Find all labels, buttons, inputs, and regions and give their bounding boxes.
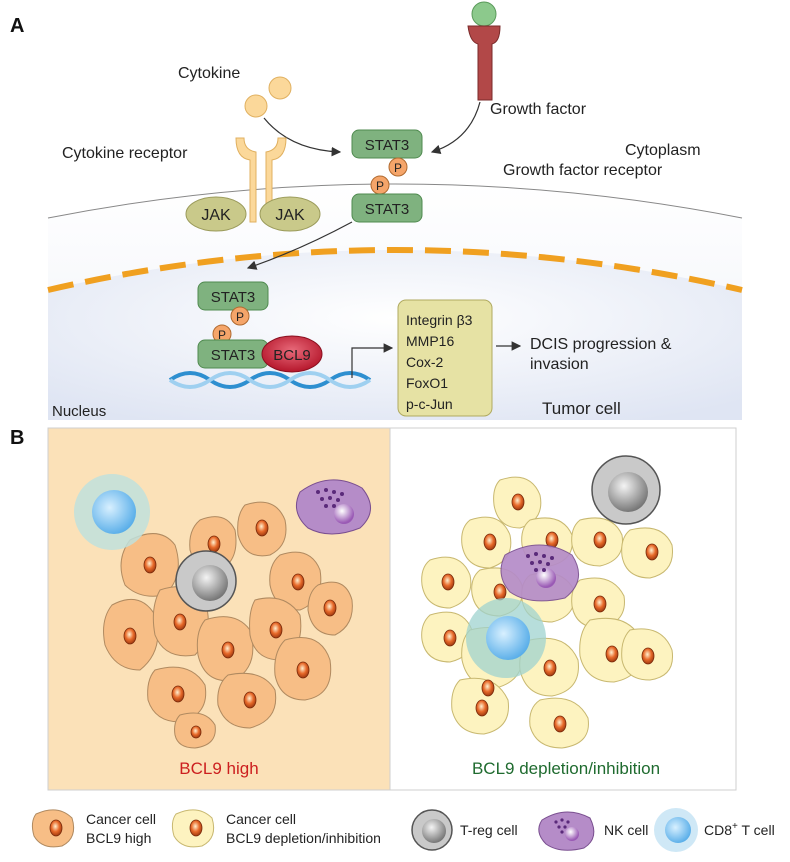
cytokine-ball-2 bbox=[244, 94, 268, 118]
stat3-cyto-top-label: STAT3 bbox=[365, 137, 409, 154]
jak-right bbox=[259, 196, 321, 232]
cell-membrane bbox=[47, 183, 743, 219]
target-gene-4: FoxO1 bbox=[406, 375, 448, 391]
legend-cancer-depl-line1: Cancer cell bbox=[226, 811, 296, 827]
growth-factor-receptor-label: Growth factor receptor bbox=[503, 162, 663, 179]
transcription-arrow bbox=[351, 343, 394, 378]
stat3-nuc-top-label: STAT3 bbox=[211, 289, 255, 306]
right-treg-nucleus bbox=[608, 472, 648, 512]
growth-factor-label: Growth factor bbox=[490, 101, 587, 118]
nucleus-label: Nucleus bbox=[52, 403, 106, 420]
outcome-line-2: invasion bbox=[530, 356, 589, 373]
left-treg-nucleus bbox=[192, 565, 228, 601]
growth-factor-arrow bbox=[430, 101, 481, 155]
right-cancer-nuclei bbox=[441, 493, 659, 733]
phospho-cyto-1-label: P bbox=[394, 161, 402, 175]
phospho-nuc-2-label: P bbox=[218, 328, 226, 342]
translocation-arrow bbox=[246, 221, 353, 270]
cytokine-receptor-label: Cytokine receptor bbox=[62, 145, 188, 162]
phospho-cyto-1 bbox=[388, 157, 408, 177]
jak-left-label: JAK bbox=[201, 207, 231, 224]
right-nk-nucleus bbox=[536, 568, 556, 588]
left-cancer-nuclei bbox=[123, 519, 337, 739]
cytoplasm-label: Cytoplasm bbox=[625, 142, 701, 159]
left-nk-nucleus bbox=[334, 504, 354, 524]
bcl9-protein bbox=[261, 335, 323, 373]
left-panel-title: BCL9 high bbox=[179, 759, 258, 778]
target-gene-1: Integrin β3 bbox=[406, 312, 473, 328]
target-gene-2: MMP16 bbox=[406, 333, 454, 349]
target-gene-5: p-c-Jun bbox=[406, 396, 453, 412]
nucleus-region bbox=[48, 250, 742, 420]
cytokine-ball-1 bbox=[268, 76, 292, 100]
left-nk-granules bbox=[316, 488, 344, 508]
left-cd8-cell bbox=[92, 490, 136, 534]
legend-cd8-label: CD8+ T cell bbox=[704, 821, 775, 838]
phospho-nuc-1-label: P bbox=[236, 310, 244, 324]
nuclear-envelope bbox=[47, 247, 743, 293]
panel-a-letter: A bbox=[10, 15, 24, 37]
cytokine-label: Cytokine bbox=[178, 65, 240, 82]
right-nk-granules bbox=[526, 552, 554, 572]
tumor-cell-label: Tumor cell bbox=[542, 399, 621, 418]
stat3-cyto-bottom-label: STAT3 bbox=[365, 201, 409, 218]
panel-b-letter: B bbox=[10, 427, 24, 449]
legend-cancer-depl-line2: BCL9 depletion/inhibition bbox=[226, 830, 381, 846]
target-genes-box bbox=[397, 299, 493, 417]
legend-cancer-high-line1: Cancer cell bbox=[86, 811, 156, 827]
legend-treg-label: T-reg cell bbox=[460, 822, 518, 838]
stat3-cyto-bottom bbox=[351, 193, 423, 223]
stat3-nuc-bottom-label: STAT3 bbox=[211, 347, 255, 364]
phospho-nuc-1 bbox=[230, 306, 250, 326]
legend-nk-label: NK cell bbox=[604, 822, 648, 838]
bcl9-label: BCL9 bbox=[273, 347, 311, 364]
dna-icon bbox=[168, 371, 372, 389]
stat3-cyto-top bbox=[351, 129, 423, 159]
right-panel-title: BCL9 depletion/inhibition bbox=[472, 759, 660, 778]
growth-factor-icon bbox=[467, 1, 501, 101]
legend-cancer-high-line2: BCL9 high bbox=[86, 830, 151, 846]
right-cd8-cell bbox=[486, 616, 530, 660]
jak-right-label: JAK bbox=[275, 207, 305, 224]
legend: Cancer cell BCL9 high Cancer cell BCL9 d… bbox=[31, 808, 775, 852]
outcome-line-1: DCIS progression & bbox=[530, 336, 672, 353]
cytokine-arrow bbox=[263, 117, 342, 157]
target-gene-3: Cox-2 bbox=[406, 354, 444, 370]
phospho-cyto-2-label: P bbox=[376, 179, 384, 193]
jak-left bbox=[185, 196, 247, 232]
